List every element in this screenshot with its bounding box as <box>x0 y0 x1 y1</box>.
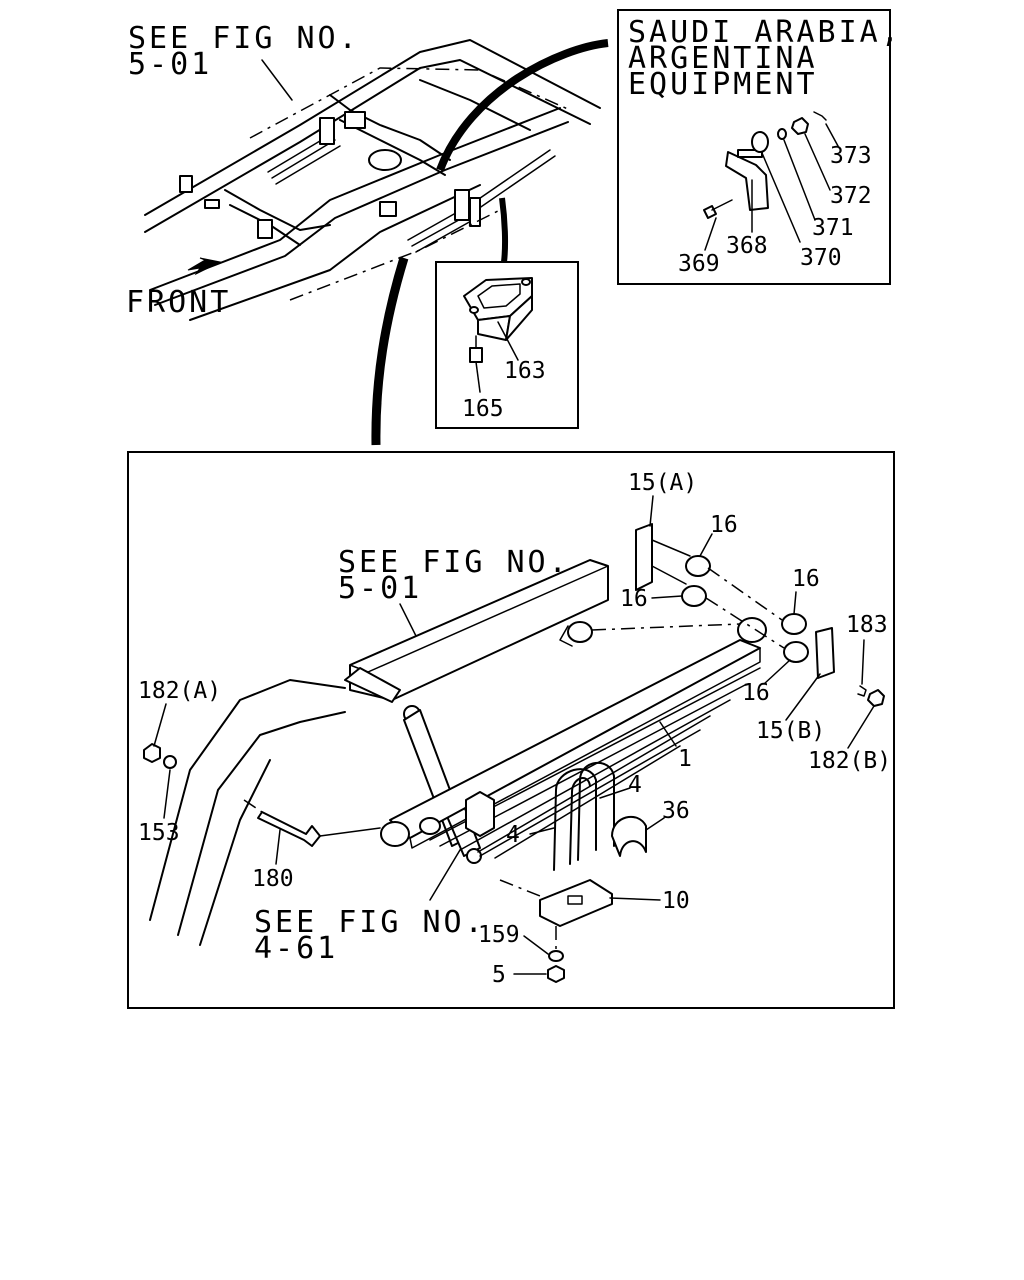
cross-member-mid <box>329 94 451 161</box>
rear-shackle-hanger <box>567 621 593 643</box>
u-bolt-4-front <box>553 768 597 871</box>
callout-16-b: 16 <box>620 586 648 612</box>
callout-16-c: 16 <box>792 566 820 592</box>
callout-16-a: 16 <box>710 512 738 538</box>
equipment-title-line2: ARGENTINA <box>628 41 818 76</box>
washer-370 <box>751 131 769 153</box>
callout-10: 10 <box>662 888 690 914</box>
spring-rear-eye <box>737 617 767 643</box>
top-ref-line2: 5-01 <box>128 47 212 82</box>
main-view-frame <box>127 451 895 1009</box>
bushing-16-upper <box>685 555 711 577</box>
callout-4-a: 4 <box>628 772 642 798</box>
callout-182a: 182(A) <box>138 678 221 704</box>
washer-159 <box>548 950 564 962</box>
frame-rail-right-top <box>149 107 561 291</box>
callout-159: 159 <box>478 922 520 948</box>
bolt-180 <box>257 811 321 847</box>
leader-to-main-view <box>371 256 409 446</box>
leader-to-stopper-inset <box>499 197 509 263</box>
front-hanger-pin <box>344 667 401 703</box>
callout-16-d: 16 <box>742 680 770 706</box>
top-ref-leader <box>261 59 293 101</box>
main-exploded-view: SEE FIG NO. 5-01 <box>127 451 895 1009</box>
nut-182b <box>867 689 885 707</box>
callout-153: 153 <box>138 820 180 846</box>
spring-front-eye <box>380 821 410 847</box>
frame-ref-line1: SEE FIG NO. <box>338 545 570 580</box>
frame-rail-left-top <box>144 39 601 216</box>
callout-1: 1 <box>678 746 692 772</box>
nut-182a <box>143 743 161 763</box>
shackle-15a <box>635 523 653 591</box>
u-bolt-4-rear <box>577 761 615 861</box>
callout-183: 183 <box>846 612 888 638</box>
top-ref-line1: SEE FIG NO. <box>128 21 360 56</box>
front-arrow-icon <box>187 257 222 276</box>
bolt-165 <box>469 347 483 363</box>
callout-368: 368 <box>726 233 768 259</box>
cross-member-front <box>224 189 331 231</box>
bolt-369 <box>703 205 717 219</box>
spring-clip <box>465 791 495 837</box>
callout-165: 165 <box>462 396 504 422</box>
equipment-inset: SAUDI ARABIA, ARGENTINA EQUIPMENT 373 37… <box>617 9 902 285</box>
callout-163: 163 <box>504 358 546 384</box>
bushing-16-right <box>781 613 807 635</box>
shock-ref-line2: 4-61 <box>254 931 338 966</box>
equipment-title-line3: EQUIPMENT <box>628 67 818 102</box>
bushing-16-lower <box>783 641 809 663</box>
frame-curve-outer <box>149 679 346 921</box>
bracket-368 <box>725 151 769 211</box>
bushing-16-mid <box>681 585 707 607</box>
nut-372 <box>791 117 809 135</box>
equipment-inset-frame <box>617 9 891 285</box>
stopper-inset: 163 165 <box>435 261 579 429</box>
leader-to-equipment-inset <box>436 39 609 172</box>
callout-182b: 182(B) <box>808 748 891 774</box>
callout-36: 36 <box>662 798 690 824</box>
equipment-title-line1: SAUDI ARABIA, <box>628 15 902 50</box>
callout-5: 5 <box>492 962 506 988</box>
washer-371 <box>777 128 787 140</box>
nut-5 <box>547 965 565 983</box>
callout-15b: 15(B) <box>756 718 825 744</box>
callout-370: 370 <box>800 245 842 271</box>
callout-4-b: 4 <box>506 822 520 848</box>
callout-369: 369 <box>678 251 720 277</box>
frame-ref-line2: 5-01 <box>338 571 422 606</box>
callout-373: 373 <box>830 143 872 169</box>
shackle-15b <box>815 627 835 679</box>
spring-plate-10 <box>539 879 613 927</box>
shock-ref-line1: SEE FIG NO. <box>254 905 486 940</box>
callout-15a: 15(A) <box>628 470 697 496</box>
chassis-frame-overview: SEE FIG NO. 5-01 FRONT <box>126 21 601 321</box>
spring-seat-36 <box>611 816 647 857</box>
stopper-inset-frame <box>435 261 579 429</box>
pin-373 <box>813 111 827 121</box>
front-label: FRONT <box>126 285 231 320</box>
washer-153 <box>163 755 177 769</box>
callout-371: 371 <box>812 215 854 241</box>
callout-180: 180 <box>252 866 294 892</box>
washer-183 <box>857 685 867 697</box>
callout-372: 372 <box>830 183 872 209</box>
